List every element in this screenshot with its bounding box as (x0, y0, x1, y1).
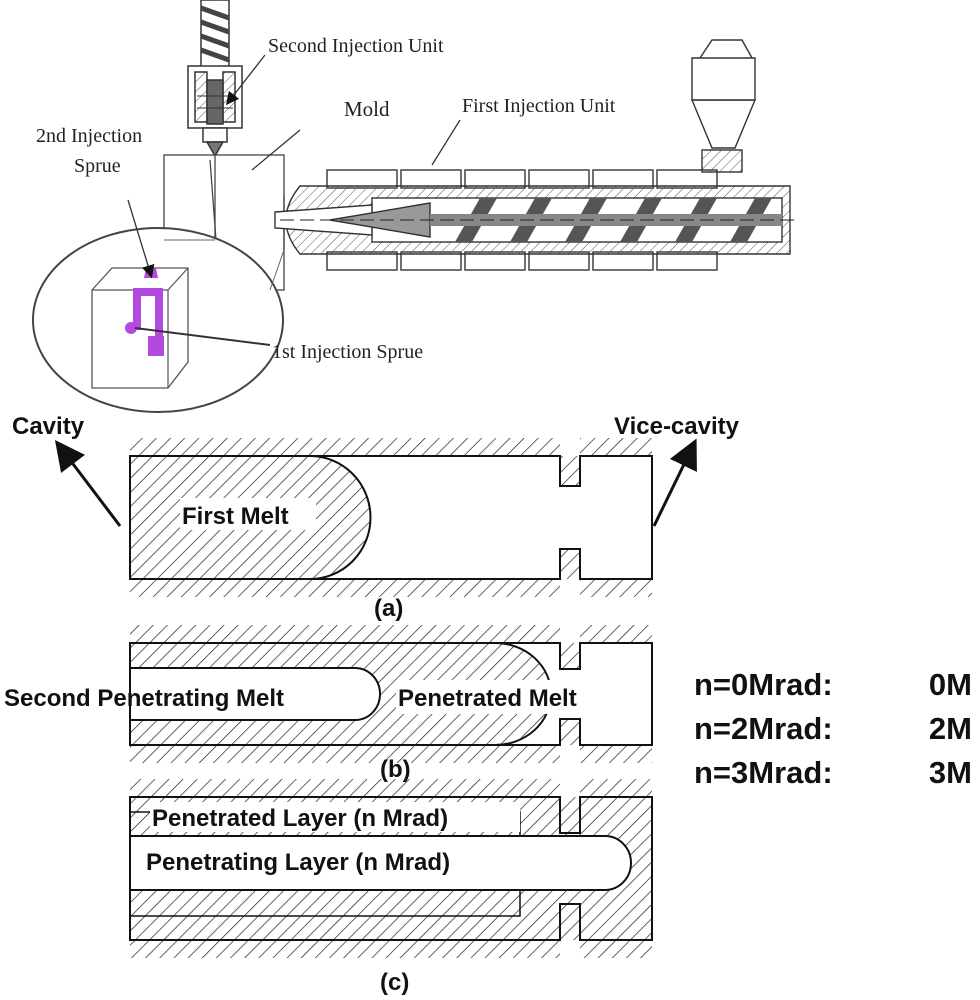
legend-row: n=3Mrad: 3M (694, 755, 974, 799)
penetrated-layer-label: Penetrated Layer (n Mrad) (152, 805, 448, 832)
injection-machine: Second Injection Unit Mold First Injecti… (32, 0, 800, 413)
first-sprue-label: 1st Injection Sprue (272, 341, 423, 363)
second-sprue-label-line2: Sprue (74, 155, 121, 177)
legend-value: 0M (928, 667, 972, 702)
first-melt-label: First Melt (182, 503, 289, 530)
cavity-arrow (54, 440, 122, 527)
magnified-part-view (32, 227, 285, 413)
legend-key: n=2Mrad: (694, 711, 833, 746)
panel-b-caption: (b) (380, 756, 411, 783)
panel-c: Penetrated Layer (n Mrad) Penetrating La… (129, 779, 653, 996)
legend-key: n=0Mrad: (694, 667, 833, 702)
molded-part (125, 268, 164, 356)
second-injection-unit (187, 0, 243, 158)
legend-value: 2M (928, 711, 972, 746)
cavity-label: Cavity (12, 413, 85, 440)
panel-a: First Melt (a) (129, 438, 653, 622)
leader-lines (127, 54, 461, 346)
legend-row: n=2Mrad: 2M (694, 711, 974, 755)
legend-row: n=0Mrad: 0M (694, 667, 974, 711)
panel-b: Second Penetrating Melt Penetrated Melt … (4, 625, 653, 783)
second-penetrating-melt-label: Second Penetrating Melt (4, 685, 284, 712)
penetrating-layer-label: Penetrating Layer (n Mrad) (146, 849, 450, 876)
mold-label: Mold (344, 97, 390, 121)
penetrated-melt-label: Penetrated Melt (398, 685, 577, 712)
vice-cavity-arrow (652, 438, 697, 527)
second-injection-unit-label: Second Injection Unit (268, 35, 444, 57)
first-injection-unit-label: First Injection Unit (462, 95, 616, 117)
panel-a-caption: (a) (374, 595, 403, 622)
vice-cavity-label: Vice-cavity (614, 413, 740, 440)
second-sprue-label-line1: 2nd Injection (36, 125, 142, 147)
legend-key: n=3Mrad: (694, 755, 833, 790)
first-injection-unit (274, 39, 800, 271)
legend-value: 3M (928, 755, 972, 790)
panel-c-caption: (c) (380, 969, 409, 996)
